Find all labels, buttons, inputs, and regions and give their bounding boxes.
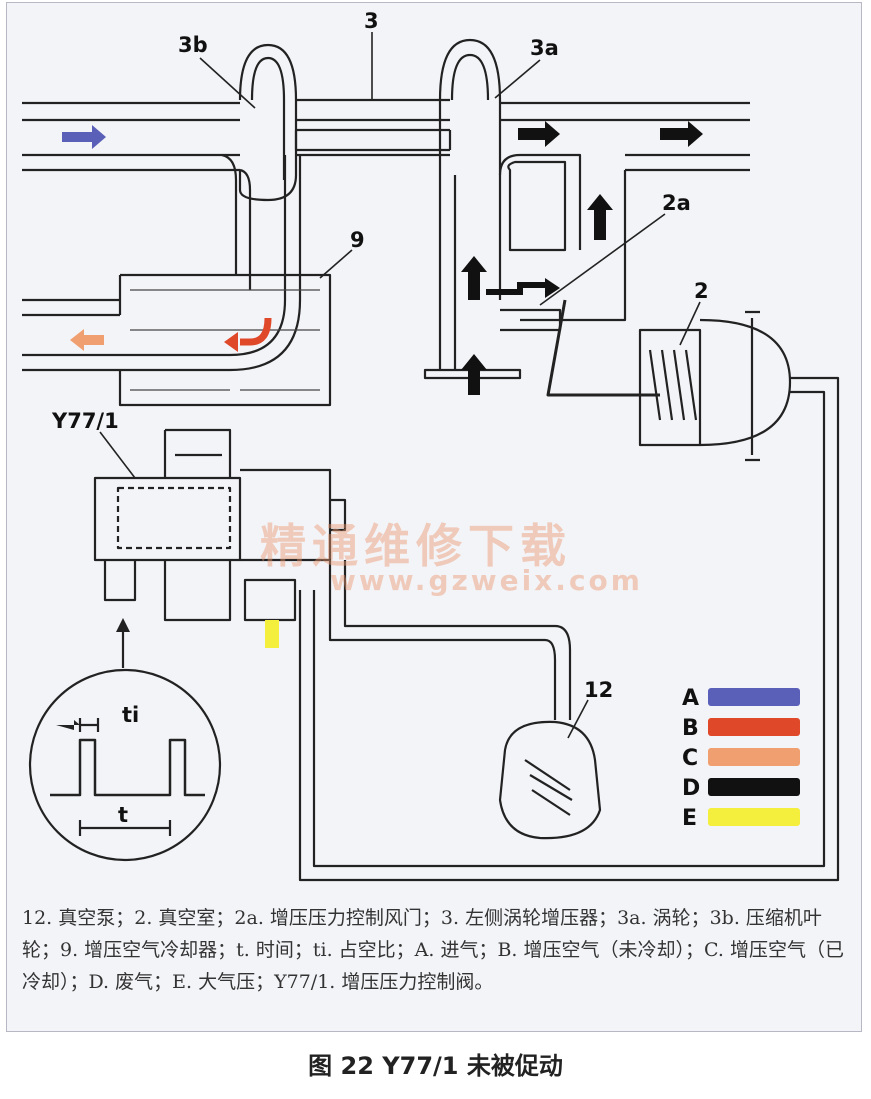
- legend-key-d: D: [682, 776, 700, 801]
- intake-arrow: [62, 125, 106, 149]
- shaft-inner: [294, 130, 452, 150]
- exhaust-bypass: [498, 153, 627, 322]
- cooled-arrow: [70, 329, 104, 351]
- hose-to-pump: [328, 560, 572, 720]
- intake-down-pipe: [221, 153, 252, 290]
- watermark-url: www.gzweix.com: [330, 564, 643, 597]
- label-vacuum-pump: 12: [584, 678, 613, 702]
- actuator-spring: [648, 349, 698, 421]
- diaphragm-housing: [699, 318, 792, 447]
- valve-connector: [103, 560, 137, 602]
- signal-arrow-head: [116, 618, 130, 632]
- valve-bottom-fitting: [163, 560, 232, 622]
- coolant-hatching: [130, 289, 320, 391]
- legend-keys: A B C D E: [682, 686, 700, 831]
- inner-chamber: [507, 160, 567, 252]
- legend-swatch-d: [708, 778, 800, 796]
- figure-caption: 12. 真空泵；2. 真空室；2a. 增压压力控制风门；3. 左侧涡轮增压器；3…: [22, 907, 844, 993]
- label-wastegate: 2a: [662, 191, 691, 215]
- label-turbine: 3a: [530, 36, 559, 60]
- label-compressor-wheel: 3b: [178, 33, 208, 57]
- vacuum-hose: [298, 376, 840, 882]
- compressor-inner: [250, 56, 286, 180]
- turbine-housing: [438, 38, 502, 175]
- turbo-shaft-housing: [296, 98, 450, 157]
- figure-title: 图 22 Y77/1 未被促动: [308, 1052, 563, 1080]
- label-charge-air-cooler: 9: [350, 228, 365, 252]
- pwm-signal: [50, 738, 205, 797]
- intake-pipe: [22, 101, 240, 172]
- turbine-inner: [450, 53, 490, 101]
- legend-key-b: B: [682, 716, 699, 741]
- exhaust-pipe: [500, 101, 750, 172]
- charge-air-cooler: [118, 273, 332, 407]
- legend-swatch-a: [708, 688, 800, 706]
- legend-swatch-e: [708, 808, 800, 826]
- cooler-pipe: [22, 298, 230, 372]
- label-turbocharger: 3: [364, 9, 379, 33]
- t-marker: [78, 820, 172, 836]
- ti-marker: [78, 718, 100, 732]
- leader-lines: [99, 32, 701, 739]
- atmos-arrow: [265, 620, 279, 648]
- exhaust-inlet: [423, 368, 522, 380]
- label-vacuum-chamber: 2: [694, 279, 709, 303]
- vacuum-pump: [498, 720, 602, 840]
- label-time: t: [118, 803, 128, 827]
- valve-top-fitting: [163, 428, 232, 478]
- compressor-housing: [238, 43, 298, 202]
- cooler-bend: [229, 155, 302, 372]
- legend-swatch-b: [708, 718, 800, 736]
- actuator-flange: [745, 310, 760, 462]
- valve-inner: [116, 486, 232, 550]
- legend-key-a: A: [682, 686, 699, 711]
- watermark-text: 精通维修下载: [260, 519, 572, 573]
- duty-cycle-circle: [28, 668, 222, 862]
- valve-port: [240, 468, 347, 562]
- legend-key-e: E: [682, 806, 697, 831]
- ti-arrow: [56, 720, 80, 730]
- exhaust-up-2: [461, 256, 487, 300]
- pump-detail: [524, 759, 573, 816]
- exhaust-up-3: [461, 354, 487, 395]
- legend-key-c: C: [682, 746, 698, 771]
- boost-arrow: [240, 317, 272, 346]
- legend-swatch-c: [708, 748, 800, 766]
- valve-lower-port: [243, 578, 297, 622]
- turbine-down: [438, 100, 502, 370]
- wastegate-rod: [546, 299, 660, 397]
- exhaust-arrow-2: [660, 121, 703, 147]
- figure-frame: [6, 2, 862, 1032]
- exhaust-arrow-1: [518, 121, 560, 147]
- exhaust-up-1: [587, 194, 613, 240]
- label-duty-cycle: ti: [122, 703, 139, 727]
- flow-arrows: [56, 121, 703, 730]
- bypass-arrow: [486, 282, 545, 295]
- legend-swatches: [708, 688, 800, 826]
- turbo-boost-control-diagram: A B C D E 3 3b 3a 2a 9 2 Y77/1 12 ti t: [22, 9, 840, 882]
- label-boost-control-valve: Y77/1: [51, 409, 119, 433]
